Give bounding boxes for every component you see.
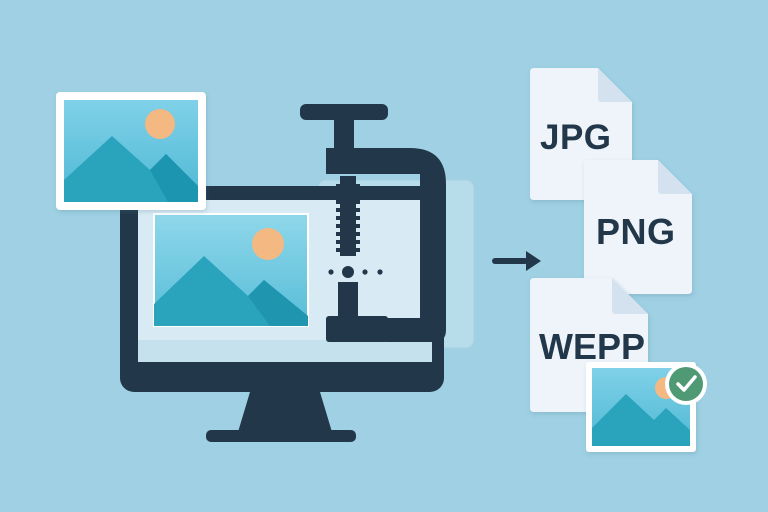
clamp-compress-icon [300,104,446,342]
format-label-jpg: JPG [540,118,612,157]
source-image-icon [56,92,206,210]
arrow-right-icon [492,251,541,271]
file-icon-png [584,160,692,294]
clamp-screw [336,176,360,256]
checkmark-icon [665,363,707,405]
screen-image-icon [153,213,309,327]
format-label-png: PNG [596,211,676,252]
format-label-wepp: WEPP [539,326,646,367]
